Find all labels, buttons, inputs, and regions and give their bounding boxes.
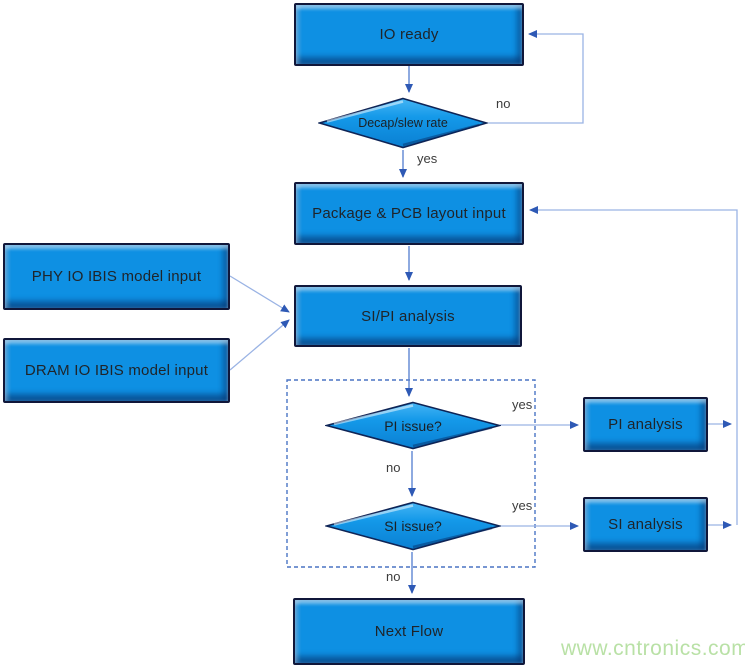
edge-label-decap-no: no — [496, 96, 511, 111]
diamond-shape — [318, 97, 488, 149]
node-si-pi-analysis: SI/PI analysis — [294, 285, 522, 347]
node-si-analysis: SI analysis — [583, 497, 708, 552]
node-si-issue-label: SI issue? — [384, 518, 442, 534]
edge-decap-no-loop-to-io-ready — [488, 30, 584, 124]
edge-label-decap-yes: yes — [417, 151, 438, 166]
edge-phy-to-sipi — [229, 275, 290, 313]
node-next-flow-label: Next Flow — [374, 623, 444, 640]
edge-label-si-issue-no: no — [386, 569, 401, 584]
node-phy-ibis-label: PHY IO IBIS model input — [31, 268, 202, 285]
node-si-analysis-label: SI analysis — [608, 516, 683, 533]
node-pi-issue: PI issue? — [325, 401, 501, 450]
watermark: www.cntronics.com — [561, 637, 745, 660]
node-pi-analysis: PI analysis — [583, 397, 708, 452]
node-dram-io-ibis-model-input: DRAM IO IBIS model input — [3, 338, 230, 403]
node-package-pcb-label: Package & PCB layout input — [312, 205, 506, 222]
edge-feedback-to-package — [529, 206, 738, 525]
node-decap-slew-rate: Decap/slew rate — [318, 97, 488, 149]
edge-label-pi-issue-no: no — [386, 460, 401, 475]
edge-label-si-issue-yes: yes — [512, 498, 533, 513]
node-io-ready-label: IO ready — [379, 26, 439, 43]
node-pi-issue-label: PI issue? — [384, 417, 442, 434]
node-io-ready: IO ready — [294, 3, 524, 66]
node-dram-ibis-label: DRAM IO IBIS model input — [24, 362, 209, 379]
node-package-pcb-layout-input: Package & PCB layout input — [294, 182, 524, 245]
node-si-issue: SI issue? — [325, 501, 501, 551]
node-decap-label: Decap/slew rate — [358, 116, 448, 130]
node-pi-analysis-label: PI analysis — [608, 416, 683, 433]
diamond-shape — [325, 401, 501, 450]
node-sipi-label: SI/PI analysis — [361, 307, 455, 325]
edge-label-pi-issue-yes: yes — [512, 397, 533, 412]
edge-dram-to-sipi — [229, 319, 290, 371]
node-next-flow: Next Flow — [293, 598, 525, 665]
diamond-shape — [325, 501, 501, 551]
node-phy-io-ibis-model-input: PHY IO IBIS model input — [3, 243, 230, 310]
